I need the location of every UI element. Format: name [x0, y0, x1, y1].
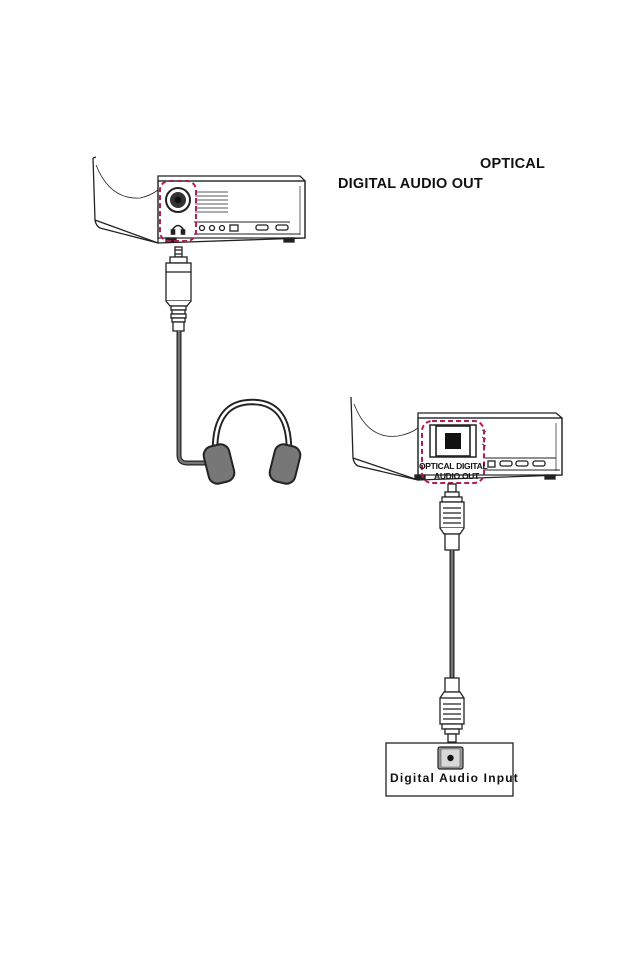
headphone-port-icon: [172, 226, 185, 235]
optical-port: [430, 425, 476, 457]
port-label-line2: AUDIO OUT: [434, 471, 479, 481]
audio-jack-plug: [166, 247, 191, 331]
optical-label: OPTICAL: [480, 156, 545, 172]
headphones: [202, 402, 302, 486]
headphone-cable: [179, 331, 210, 463]
digital-audio-out-label: DIGITAL AUDIO OUT: [338, 176, 483, 192]
headphone-port: [166, 188, 190, 212]
projector-left: [93, 157, 305, 243]
optical-plug-top: [440, 484, 464, 550]
digital-audio-input-box: [386, 743, 513, 796]
digital-audio-input-label: Digital Audio Input: [390, 771, 519, 785]
optical-plug-bottom: [440, 678, 464, 742]
port-label-line1: OPTICAL DIGITAL: [419, 461, 487, 471]
